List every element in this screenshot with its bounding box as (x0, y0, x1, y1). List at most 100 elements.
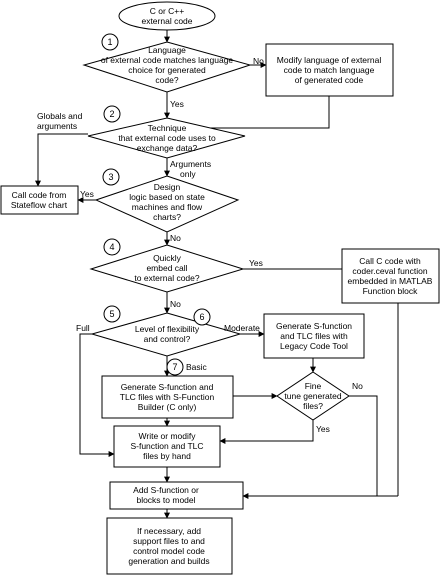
process-stateflow (0, 185, 79, 215)
step-number-2: 2 (109, 109, 114, 119)
support-text-line: generation and builds (128, 556, 209, 566)
step-circle-3 (102, 168, 120, 186)
decision-embed (89, 244, 245, 293)
write-text-line: Write or modify (139, 431, 197, 441)
step-number-5: 5 (109, 309, 114, 319)
decision-design (94, 175, 240, 233)
lang-text-line: of external code matches language (101, 55, 234, 65)
step-number-1: 1 (107, 37, 112, 47)
edge-label-yes-finetune: Yes (316, 424, 330, 434)
edge-label-no-finetune: No (352, 381, 363, 391)
design-text-line: machines and flow (132, 202, 203, 212)
modify-text-line: Modify language of external (277, 55, 382, 65)
start-text-line: external code (141, 16, 192, 26)
embed-text-line: to external code? (134, 273, 199, 283)
support-text-line: control model code (133, 546, 205, 556)
embed-text-line: Quickly (153, 253, 182, 263)
edge-label-moderate: Moderate (224, 323, 260, 333)
ceval-text-line: Call C code with (359, 256, 421, 266)
builder-text-line: TLC files with S-Function (120, 392, 215, 402)
edge-finetune-no-to-add (242, 395, 378, 499)
edge-label-basic: Basic (186, 362, 208, 372)
start-terminal (118, 1, 216, 31)
edge-label-no-language: No (253, 56, 264, 66)
process-add-to-model (109, 481, 244, 510)
builder-text-line: Builder (C only) (138, 402, 197, 412)
flex-text-line: Level of flexibility (135, 324, 200, 334)
edge-label-args-line2: only (180, 169, 196, 179)
modify-text-line: code to match language (284, 65, 375, 75)
edge-finetune-yes-to-write (219, 420, 314, 444)
tech-text-line: that external code uses to (118, 133, 216, 143)
edge-label-no-embed: No (170, 299, 181, 309)
step-circle-5 (103, 305, 121, 323)
edge-flex-full-to-write (79, 333, 115, 457)
builder-text-line: Generate S-function and (121, 382, 214, 392)
process-write-by-hand (113, 425, 221, 468)
edge-label-yes-embed: Yes (249, 258, 263, 268)
decision-fine-tune (276, 371, 350, 421)
decision-technique (87, 117, 246, 159)
step-circle-4 (103, 238, 121, 256)
lct-text-line: Legacy Code Tool (280, 341, 348, 351)
process-legacy-code-tool (263, 313, 365, 359)
modify-text-line: of generated code (295, 75, 364, 85)
edge-label-args-line1: Arguments (170, 159, 211, 169)
step-number-3: 3 (108, 172, 113, 182)
process-support-files (106, 517, 233, 575)
step-number-7: 7 (172, 362, 177, 372)
lct-text-line: Generate S-function (276, 321, 352, 331)
ceval-text-line: coder.ceval function (352, 266, 427, 276)
step-circle-6 (193, 308, 211, 326)
design-text-line: logic based on state (129, 192, 205, 202)
edge-label-no-design: No (170, 233, 181, 243)
write-text-line: files by hand (143, 451, 191, 461)
decision-language (82, 41, 252, 93)
start-terminal-text: C or C++external code (141, 6, 192, 26)
lang-text-line: code? (155, 75, 178, 85)
edge-label-globals-line2: arguments (37, 121, 77, 131)
process-sfunction-builder (101, 375, 234, 419)
step-number-4: 4 (109, 242, 114, 252)
finetune-text-line: files? (303, 401, 323, 411)
edge-tech-globals-to-stateflow (35, 133, 88, 187)
add-text-line: Add S-function or (133, 485, 199, 495)
edge-label-yes-design: Yes (80, 189, 94, 199)
finetune-text-line: tune generated (284, 391, 341, 401)
edge-label-full: Full (76, 323, 90, 333)
ceval-text-line: Function block (363, 286, 419, 296)
stateflow-text-line: Call code from (12, 190, 67, 200)
edge-label-globals-line1: Globals and (37, 111, 83, 121)
step-markers: 1 2 3 4 5 6 7 (101, 33, 211, 376)
finetune-text-line: Fine (305, 381, 322, 391)
embed-text-line: embed call (146, 263, 187, 273)
support-text-line: support files to and (133, 536, 205, 546)
add-text-line: blocks to model (136, 495, 195, 505)
step-circle-2 (103, 105, 121, 123)
tech-text-line: Technique (148, 123, 187, 133)
lct-text-line: and TLC files with (280, 331, 348, 341)
lang-text-line: Language (148, 45, 186, 55)
stateflow-text-line: Stateflow chart (11, 200, 68, 210)
step-number-6: 6 (199, 312, 204, 322)
flex-text-line: and control? (144, 334, 191, 344)
write-text-line: S-function and TLC (130, 441, 203, 451)
process-modify-language (265, 43, 394, 97)
tech-text-line: exchange data? (137, 143, 198, 153)
lang-text-line: choice for generated (128, 65, 206, 75)
